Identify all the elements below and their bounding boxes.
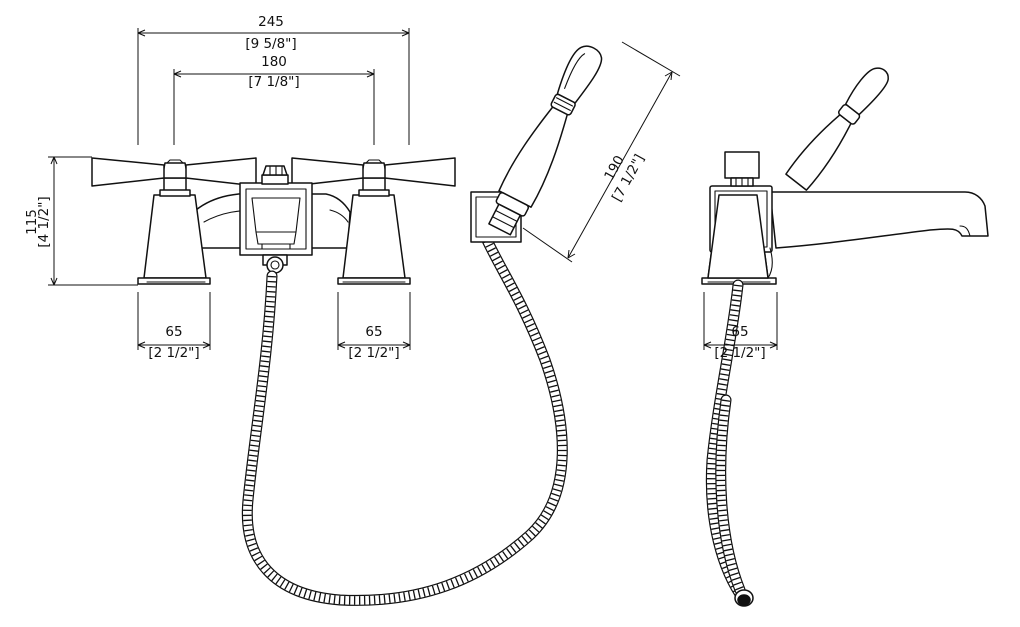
handshower [470,45,603,243]
label-left-base-mm: 65 [165,324,182,340]
right-handle [291,157,456,285]
right-valve-body [342,194,406,279]
label-height-inch: [4 1/2"] [36,196,52,247]
left-handle [91,157,257,285]
right-escutcheon [337,277,411,285]
label-left-base-inch: [2 1/2"] [148,345,199,361]
left-lever-arm-right [185,157,257,187]
label-right-base-mm: 65 [365,324,382,340]
dimension-labels: 245 [9 5/8"] 180 [7 1/8"] 115 [4 1/2"] 6… [24,14,766,361]
label-overall-width-mm: 245 [258,14,284,30]
left-lever-arm [91,157,165,187]
label-overall-width-inch: [9 5/8"] [245,36,296,52]
label-centers-mm: 180 [261,54,287,70]
side-view [701,67,989,285]
label-centers-inch: [7 1/8"] [248,74,299,90]
side-hose [705,279,754,607]
front-view [91,157,456,285]
label-side-base-mm: 65 [731,324,748,340]
side-handle-cap [724,151,760,179]
side-spout [769,191,989,249]
center-diverter [239,165,313,274]
handshower-head [556,45,603,104]
handshower-handle [498,105,569,208]
right-lever-arm [384,157,456,187]
label-height-mm: 115 [24,209,40,235]
label-side-base-inch: [2 1/2"] [714,345,765,361]
label-right-base-inch: [2 1/2"] [348,345,399,361]
shower-hose [241,234,568,606]
dimension-lines [48,28,778,350]
left-escutcheon [137,277,211,285]
left-valve-body [143,194,207,279]
